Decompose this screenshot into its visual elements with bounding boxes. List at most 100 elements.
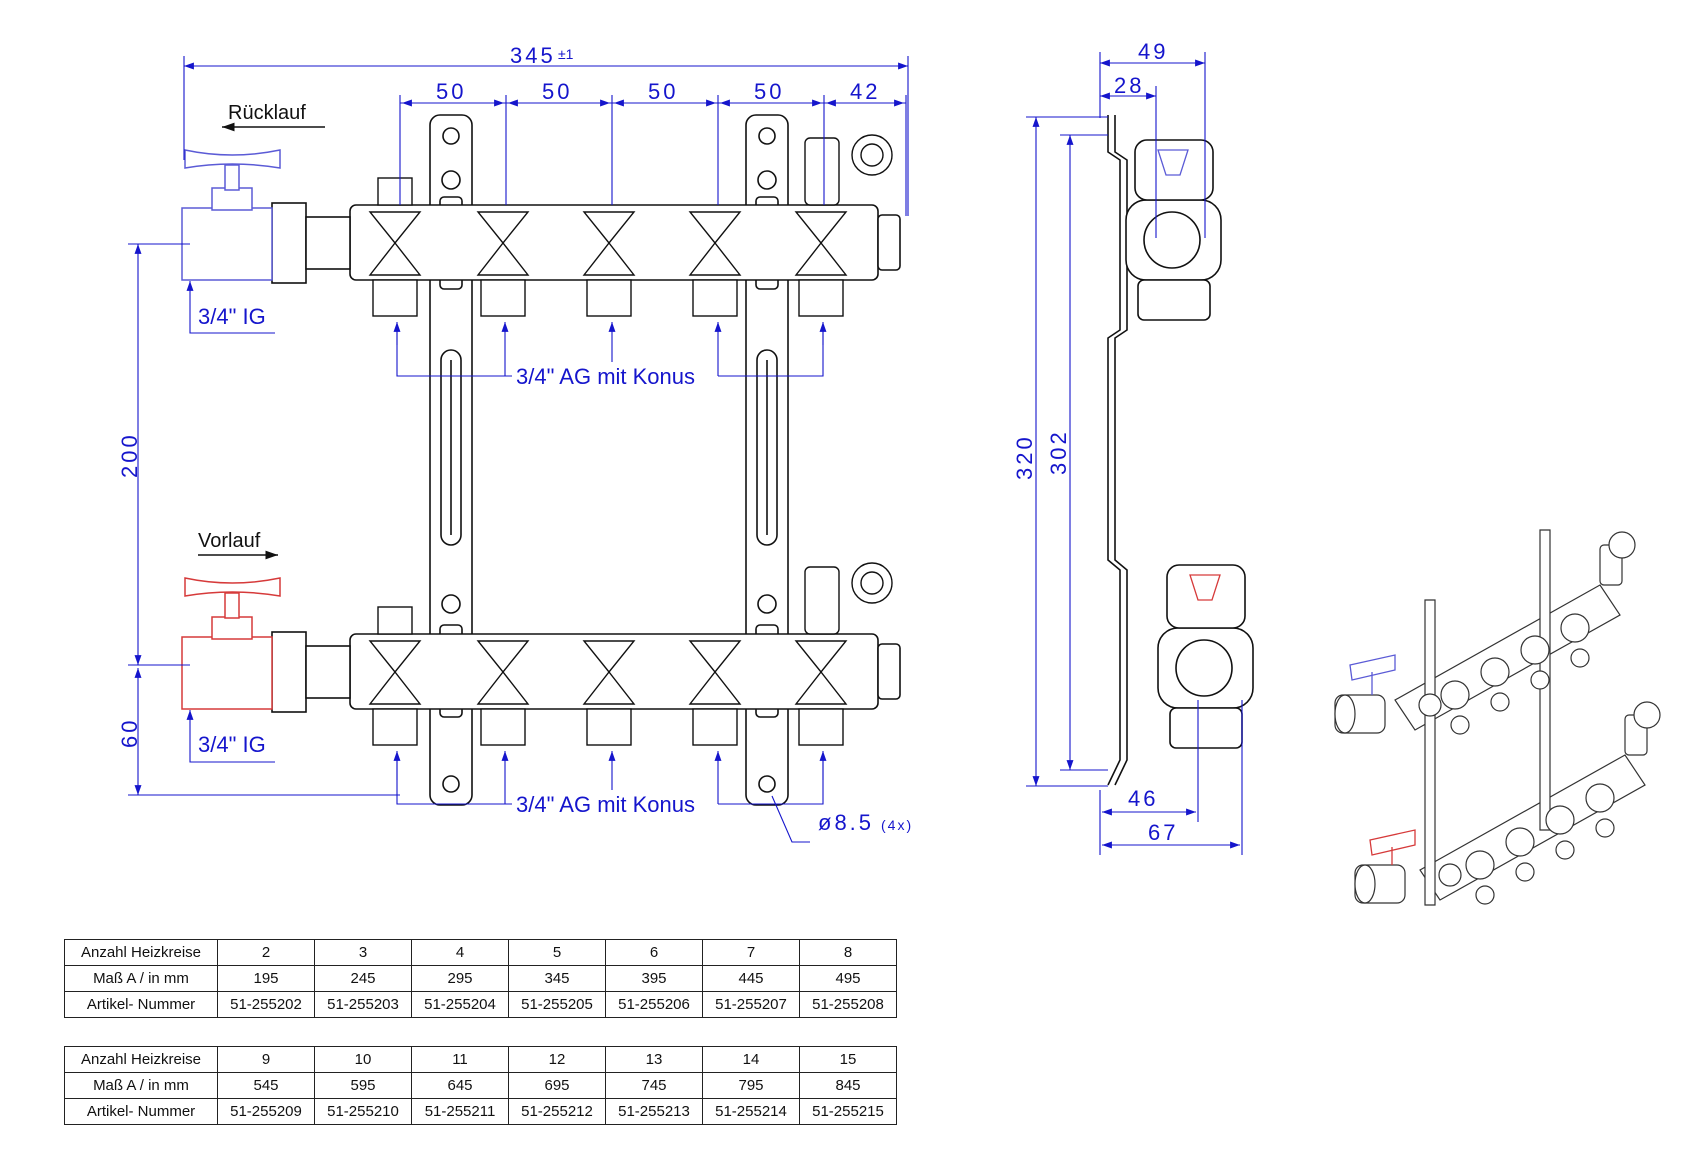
outlet-bottom-4 [688, 640, 742, 746]
row-label: Artikel- Nummer [64, 1098, 218, 1125]
inlet-thread-bottom: 3/4" IG [198, 732, 266, 757]
inlet-thread-top: 3/4" IG [198, 304, 266, 329]
outlet-top-3 [582, 211, 636, 317]
side-bracket-profile [1107, 115, 1121, 786]
mounting-hole [758, 127, 776, 145]
table-cell: 745 [605, 1072, 703, 1099]
spacing-dim-1: 50 [436, 79, 466, 104]
air-vent [377, 606, 413, 635]
table-cell: 795 [702, 1072, 800, 1099]
side-dimensions [1026, 52, 1243, 855]
table-cell: 4 [411, 939, 509, 966]
flow-ball-valve [181, 577, 281, 710]
table-row: Artikel- Nummer 51-255202 51-255203 51-2… [64, 991, 897, 1018]
row-label: Anzahl Heizkreise [64, 1046, 218, 1073]
iso-return-handle [1349, 654, 1396, 695]
bottom-offset-dim: 60 [117, 718, 142, 748]
spacing-dim-2: 50 [542, 79, 572, 104]
union-nut [271, 202, 307, 284]
table-cell: 51-255203 [314, 991, 412, 1018]
outlet-thread-bottom: 3/4" AG mit Konus [516, 792, 695, 817]
outlet-bottom-3 [582, 640, 636, 746]
outlet-thread-top: 3/4" AG mit Konus [516, 364, 695, 389]
outlet-bottom-5 [794, 640, 848, 746]
table-cell: 51-255214 [702, 1098, 800, 1125]
table-cell: 5 [508, 939, 606, 966]
table-cell: 195 [217, 965, 315, 992]
total-width-dim: 345 [510, 43, 556, 68]
table-cell: 51-255211 [411, 1098, 509, 1125]
spacing-dim-3: 50 [648, 79, 678, 104]
table-cell: 51-255215 [799, 1098, 897, 1125]
bracket-slot [756, 349, 778, 546]
table-row: Anzahl Heizkreise 9 10 11 12 13 14 15 [64, 1046, 897, 1073]
table-cell: 51-255210 [314, 1098, 412, 1125]
table-cell: 3 [314, 939, 412, 966]
side-depth-total-dim: 67 [1148, 820, 1178, 845]
table-cell: 51-255202 [217, 991, 315, 1018]
outlet-top-1 [368, 211, 422, 317]
table-cell: 12 [508, 1046, 606, 1073]
table-cell: 51-255207 [702, 991, 800, 1018]
side-return-handle [1157, 149, 1189, 176]
fill-drain-valve [804, 566, 840, 635]
outlet-top-2 [476, 211, 530, 317]
table-cell: 495 [799, 965, 897, 992]
table-cell: 51-255205 [508, 991, 606, 1018]
iso-flow-handle [1369, 829, 1416, 865]
table-cell: 9 [217, 1046, 315, 1073]
table-cell: 7 [702, 939, 800, 966]
table-cell: 245 [314, 965, 412, 992]
table-cell: 10 [314, 1046, 412, 1073]
table-cell: 51-255212 [508, 1098, 606, 1125]
isometric-view [1334, 529, 1661, 906]
spec-table-1: Anzahl Heizkreise 2 3 4 5 6 7 8 Maß A / … [64, 939, 897, 1018]
table-cell: 545 [217, 1072, 315, 1099]
table-cell: 8 [799, 939, 897, 966]
table-row: Maß A / in mm 545 595 645 695 745 795 84… [64, 1072, 897, 1099]
table-cell: 51-255209 [217, 1098, 315, 1125]
table-cell: 15 [799, 1046, 897, 1073]
bracket-screw [757, 170, 777, 190]
table-cell: 2 [217, 939, 315, 966]
table-cell: 645 [411, 1072, 509, 1099]
side-view [1107, 115, 1254, 786]
table-cell: 845 [799, 1072, 897, 1099]
mounting-hole [758, 775, 776, 793]
return-ball-valve [181, 149, 281, 281]
mounting-hole [442, 127, 460, 145]
table-cell: 695 [508, 1072, 606, 1099]
bracket-slot [440, 349, 462, 546]
spec-table-2: Anzahl Heizkreise 9 10 11 12 13 14 15 Ma… [64, 1046, 897, 1125]
spacing-dim-4: 50 [754, 79, 784, 104]
side-flow-handle [1189, 574, 1221, 601]
table-cell: 51-255206 [605, 991, 703, 1018]
union-nut [271, 631, 307, 713]
table-cell: 11 [411, 1046, 509, 1073]
hole-diameter-dim: ø8.5 [818, 810, 874, 835]
row-label: Maß A / in mm [64, 965, 218, 992]
table-cell: 13 [605, 1046, 703, 1073]
side-width-outer-dim: 49 [1138, 39, 1168, 64]
side-height-bracket-dim: 302 [1046, 429, 1071, 475]
table-row: Maß A / in mm 195 245 295 345 395 445 49… [64, 965, 897, 992]
row-label: Maß A / in mm [64, 1072, 218, 1099]
spacing-dim-5: 42 [850, 79, 880, 104]
front-dimensions [128, 56, 909, 843]
return-label: Rücklauf [228, 102, 306, 124]
table-cell: 51-255204 [411, 991, 509, 1018]
total-width-tolerance: ±1 [558, 46, 574, 62]
air-vent [377, 177, 413, 206]
side-width-inner-dim: 28 [1114, 73, 1144, 98]
hole-count-dim: (4x) [881, 817, 913, 833]
table-cell: 445 [702, 965, 800, 992]
table-cell: 395 [605, 965, 703, 992]
fill-drain-valve [804, 137, 840, 206]
iso-bracket-left [1424, 599, 1436, 906]
table-cell: 345 [508, 965, 606, 992]
front-view [271, 114, 901, 806]
bar-distance-dim: 200 [117, 432, 142, 478]
side-height-total-dim: 320 [1012, 434, 1037, 480]
flow-label: Vorlauf [198, 530, 261, 552]
row-label: Artikel- Nummer [64, 991, 218, 1018]
